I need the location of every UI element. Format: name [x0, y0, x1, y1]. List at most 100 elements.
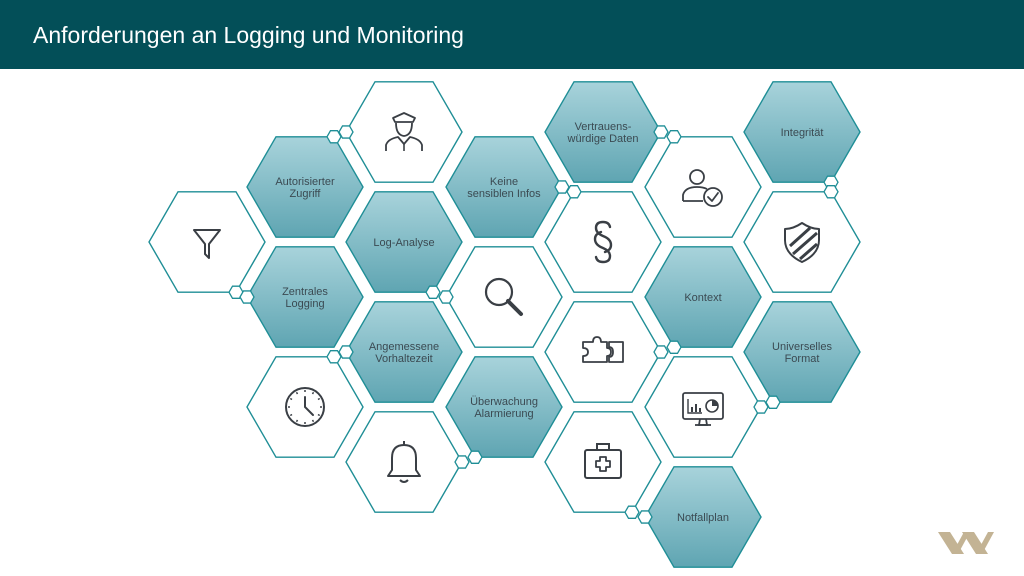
- connector-node: [624, 505, 640, 519]
- hexagon-label: Kontext: [684, 292, 721, 304]
- hexagon-shape: [148, 191, 266, 293]
- bell-icon: [387, 441, 421, 483]
- hexagon-shape: [544, 411, 662, 513]
- hex-paragraph: [544, 185, 662, 293]
- connector-node: [338, 125, 354, 139]
- hexagon-shape: [345, 81, 463, 183]
- title-bar: Anforderungen an Logging und Monitoring: [0, 0, 1024, 69]
- hexagon-label-line: Überwachung: [470, 396, 538, 408]
- filter-icon: [193, 229, 221, 259]
- hexagon-label-line: würdige Daten: [567, 133, 639, 145]
- hexagon-label: Notfallplan: [677, 512, 729, 524]
- hex-bell: [345, 411, 470, 513]
- hexagon-label: Vertrauens-würdige Daten: [567, 121, 639, 145]
- hexagon-shape: [445, 356, 563, 458]
- hexagon-label-line: Angemessene: [369, 341, 439, 353]
- clock-icon: [285, 387, 325, 427]
- hexagon-label-line: Zentrales: [282, 286, 328, 298]
- hex-vertrauenswuerdige-daten: Vertrauens-würdige Daten: [544, 81, 669, 183]
- hex-search: [438, 246, 563, 348]
- hexagon-shape: [345, 411, 463, 513]
- connector-node: [666, 340, 682, 354]
- hex-puzzle: [544, 301, 669, 403]
- hexagon-label-line: Kontext: [684, 292, 721, 304]
- hexagon-label-line: Log-Analyse: [373, 237, 434, 249]
- hex-notfallplan: Notfallplan: [637, 466, 762, 568]
- connector-node: [338, 345, 354, 359]
- hexagon-label-line: Notfallplan: [677, 512, 729, 524]
- connector-node: [326, 350, 342, 364]
- connector-node: [823, 185, 839, 199]
- hex-security-guard: [338, 81, 463, 183]
- hex-clock: [246, 350, 364, 458]
- hexagon-shape: [544, 191, 662, 293]
- hexagon-label-line: Autorisierter: [275, 176, 335, 188]
- hex-integritaet: Integrität: [743, 81, 861, 189]
- connector-node: [438, 290, 454, 304]
- company-logo: [938, 532, 994, 554]
- hexagon-label: Log-Analyse: [373, 237, 434, 249]
- security-guard-icon: [385, 112, 423, 151]
- connector-node: [753, 400, 769, 414]
- hexagon-label-line: Logging: [285, 298, 324, 310]
- hexagon-label: Integrität: [781, 127, 824, 139]
- connector-node: [765, 395, 781, 409]
- first-aid-kit-icon: [584, 443, 622, 479]
- hex-first-aid: [544, 411, 662, 519]
- user-check-icon: [682, 169, 723, 207]
- hexagon-label-line: sensiblen Infos: [467, 188, 541, 200]
- hexagon-shape: [445, 136, 563, 238]
- connector-node: [566, 185, 582, 199]
- page-title: Anforderungen an Logging und Monitoring: [33, 22, 464, 48]
- hexagon-shape: [544, 81, 662, 183]
- connector-node: [454, 455, 470, 469]
- hex-shield: [743, 185, 861, 293]
- hexagon-label-line: Vorhaltezeit: [375, 353, 432, 365]
- connector-node: [326, 130, 342, 144]
- hexagon-shape: [544, 301, 662, 403]
- hex-dashboard: [644, 356, 769, 458]
- hexagon-shape: [743, 191, 861, 293]
- connector-node: [239, 290, 255, 304]
- hexagon-shape: [644, 246, 762, 348]
- connector-node: [666, 130, 682, 144]
- hexagon-label-line: Zugriff: [290, 188, 322, 200]
- hex-kontext: Kontext: [644, 246, 762, 354]
- shield-icon: [784, 222, 820, 263]
- magnifier-icon: [484, 277, 523, 316]
- connector-node: [425, 285, 441, 299]
- hexagon-label-line: Keine: [490, 176, 518, 188]
- hex-user-check: [644, 130, 762, 238]
- hexagon-shape: [644, 356, 762, 458]
- hexagon-label-line: Vertrauens-: [575, 121, 632, 133]
- monitor-dashboard-icon: [682, 392, 724, 426]
- connector-node: [653, 345, 669, 359]
- hexagon-label-line: Integrität: [781, 127, 824, 139]
- hexagon-label-line: Alarmierung: [474, 408, 533, 420]
- hexagon-label-line: Universelles: [772, 341, 832, 353]
- hexagon-label-line: Format: [785, 353, 820, 365]
- hex-log-analyse: Log-Analyse: [345, 191, 463, 299]
- paragraph-icon: [593, 220, 613, 264]
- connector-node: [637, 510, 653, 524]
- puzzle-icon: [582, 336, 624, 363]
- hexagon-shape: [743, 301, 861, 403]
- hexagon-shape: [445, 246, 563, 348]
- hex-filter: [148, 191, 266, 299]
- connector-node: [228, 285, 244, 299]
- connector-node: [467, 450, 483, 464]
- connector-node: [653, 125, 669, 139]
